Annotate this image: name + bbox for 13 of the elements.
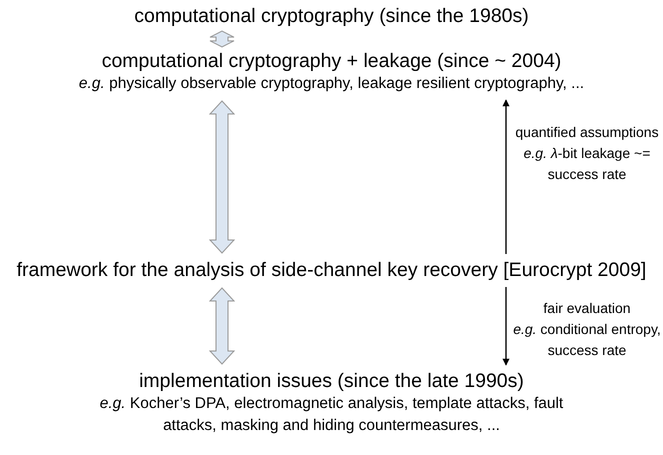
double-arrow [208,100,236,254]
double-arrow [208,287,236,365]
node-heading: implementation issues (since the late 1990s) [139,370,524,393]
edge-label: quantified assumptions e.g. λ-bit leakage ~= success rate [514,123,660,184]
node-description: e.g. Kocher’s DPA, electromagnetic analysis, template attacks, fault attacks, masking and hiding countermeasures, ... [98,394,564,436]
arrow [502,287,510,366]
node-heading: computational cryptography (since the 1980s) [134,5,529,28]
edge-label: fair evaluation e.g. conditional entropy, success rate [512,299,662,360]
double-arrow [210,30,234,48]
node-description: e.g. physically observable cryptography, leakage resilient cryptography, ... [78,74,584,94]
arrow [502,99,510,254]
node-heading: computational cryptography + leakage (since ~ 2004) [102,50,562,73]
node-heading: framework for the analysis of side-channel key recovery [Eurocrypt 2009] [16,259,646,282]
